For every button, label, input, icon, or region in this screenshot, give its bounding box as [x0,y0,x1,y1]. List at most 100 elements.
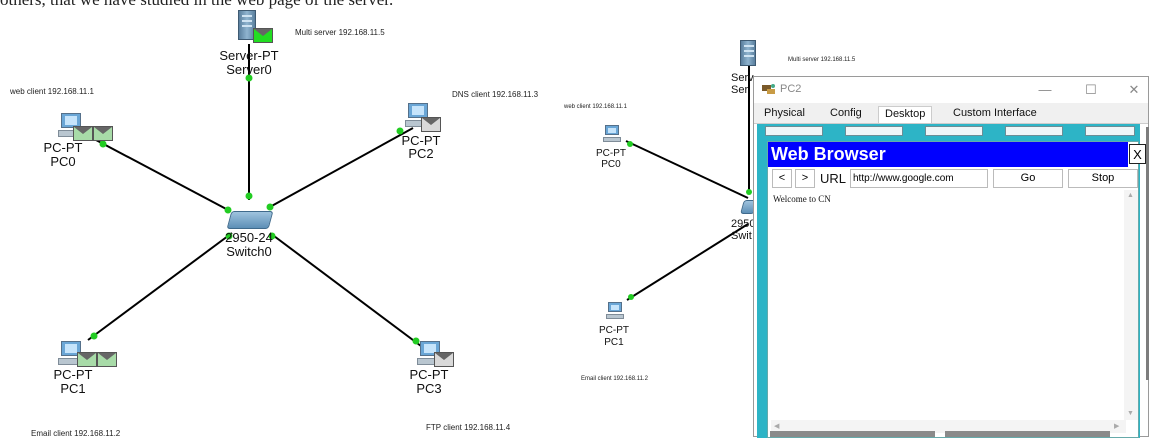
server-name-label: Ser [731,84,749,96]
pc2-name-label: PC2 [408,146,434,161]
pc0-type-label: PC-PT [43,140,83,155]
link-pc2-switch [267,127,414,209]
server-icon[interactable] [740,40,756,66]
pc0-note: web client 192.168.11.1 [10,87,94,96]
switch-name-label: Switch0 [226,244,272,259]
link-endpoint [396,127,404,135]
server-name-label: Server0 [226,62,272,77]
pc0-icon[interactable] [603,125,621,143]
vertical-scrollbar[interactable]: ▲ ▼ [1124,190,1138,420]
url-input[interactable]: http://www.google.com [850,169,988,188]
pc3-name-label: PC3 [416,381,442,396]
envelope-icon [97,352,117,367]
dialog-title: PC2 [780,83,802,95]
envelope-icon [93,126,113,141]
maximize-button[interactable]: ☐ [1085,82,1097,97]
outer-scrollbar-thumb[interactable] [1146,127,1149,380]
desktop-panel: Web Browser X < > URL http://www.google.… [757,124,1146,438]
pc2-type-label: PC-PT [401,133,441,148]
switch-icon[interactable] [226,211,274,229]
tab-physical[interactable]: Physical [764,107,805,119]
link-endpoint [225,232,233,240]
server-note: Multi server 192.168.11.5 [788,57,856,63]
switch-name-label: Swit [731,230,752,242]
pc1-type-label: PC-PT [53,367,93,382]
dialog-titlebar[interactable]: PC2 — ☐ ✕ [754,77,1148,103]
go-button[interactable]: Go [993,169,1063,188]
link-pc0-switch [95,139,231,212]
horizontal-scrollbar[interactable]: ◀ ▶ [771,420,1126,433]
link-r-pc1-switch [626,223,749,301]
server-type-label: Serv [731,72,754,84]
tab-desktop[interactable]: Desktop [878,106,933,123]
link-endpoint [746,189,752,195]
scroll-right-icon[interactable]: ▶ [1114,423,1120,430]
desktop-app-icon[interactable] [765,126,823,136]
minimize-button[interactable]: — [1038,82,1052,97]
scroll-left-icon[interactable]: ◀ [774,423,780,430]
link-endpoint [412,337,420,345]
bottom-bar [945,431,1110,437]
caption-text: others, that we have studied in the web … [0,0,760,10]
pc2-icon[interactable] [405,103,431,129]
link-endpoint [90,332,98,340]
app-icon [762,84,775,94]
link-pc1-switch [87,232,233,341]
desktop-app-icon[interactable] [925,126,983,136]
pc1-icon[interactable] [58,341,84,367]
pc3-type-label: PC-PT [409,367,449,382]
pc1-note: Email client 192.168.11.2 [31,429,121,438]
back-button[interactable]: < [772,169,792,188]
desktop-app-icon[interactable] [845,126,903,136]
server-type-label: Server-PT [219,48,279,63]
page-text: Welcome to CN [773,194,831,204]
link-endpoint [627,141,633,147]
pc2-dialog: PC2 — ☐ ✕ Physical Config Desktop Custom… [753,76,1149,438]
envelope-icon [434,352,454,367]
forward-button[interactable]: > [795,169,815,188]
server-note: Multi server 192.168.11.5 [295,28,385,37]
pc0-type-label: PC-PT [596,148,626,159]
pc1-type-label: PC-PT [599,325,629,336]
pc2-note: DNS client 192.168.11.3 [452,90,539,99]
desktop-app-icons [765,126,1135,136]
envelope-icon [77,352,97,367]
scroll-down-icon[interactable]: ▼ [1127,410,1134,417]
pc0-name-label: PC0 [50,154,76,169]
pc0-icon[interactable] [58,113,84,139]
switch-type-label: 2950-24 [225,230,273,245]
web-browser-window: Web Browser X < > URL http://www.google.… [767,141,1146,438]
pc1-name-label: PC1 [60,381,86,396]
desktop-app-icon[interactable] [1005,126,1063,136]
link-endpoint [224,206,232,214]
scroll-up-icon[interactable]: ▲ [1127,192,1134,199]
server-icon[interactable] [238,10,256,40]
web-browser-close-button[interactable]: X [1129,144,1146,164]
pc1-icon[interactable] [606,302,624,320]
switch-type-label: 2950 [731,218,756,230]
url-label: URL [820,171,847,186]
envelope-icon [421,117,441,132]
link-pc3-switch [269,232,426,350]
link-endpoint [628,294,634,300]
pc0-name-label: PC0 [601,159,621,170]
page-content: Welcome to CN [771,190,1126,435]
envelope-icon [253,28,273,43]
link-r-pc0-switch [625,140,749,199]
link-endpoint [99,140,107,148]
tab-config[interactable]: Config [830,107,862,119]
pc0-note: web client 192.168.11.1 [564,104,627,110]
pc1-name-label: PC1 [604,337,624,348]
pc1-note: Email client 192.168.11.2 [581,376,648,382]
close-button[interactable]: ✕ [1128,82,1140,97]
link-endpoint [268,232,276,240]
desktop-app-icon[interactable] [1085,126,1135,136]
tab-custom-interface[interactable]: Custom Interface [953,107,1037,119]
web-browser-title: Web Browser [768,142,1128,167]
link-endpoint [245,192,253,200]
envelope-icon [73,126,93,141]
link-endpoint [266,203,274,211]
bottom-bar [770,431,935,437]
stop-button[interactable]: Stop [1068,169,1138,188]
